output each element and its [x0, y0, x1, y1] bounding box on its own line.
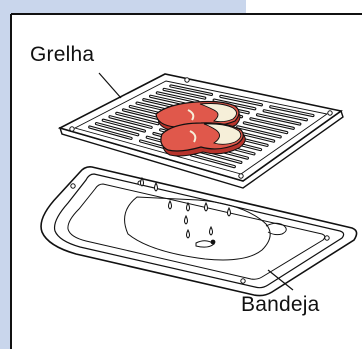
- drip-drop-icon: [187, 230, 190, 238]
- grill-rivet: [70, 127, 74, 131]
- tray-rivet: [71, 184, 75, 188]
- grelha-leader-line: [99, 73, 121, 98]
- grill-rivet: [328, 111, 332, 115]
- drip-drop-icon: [228, 208, 231, 216]
- drip-drop-icon: [205, 203, 208, 211]
- steak-icon: [156, 102, 245, 157]
- tray: [41, 167, 357, 296]
- drip-drop-icon: [169, 201, 172, 209]
- drip-drop-icon: [155, 183, 158, 191]
- grill-rivet: [185, 78, 189, 82]
- drip-drop-icon: [211, 240, 216, 245]
- drip-drop-icon: [187, 203, 190, 211]
- tray-rivet: [325, 236, 329, 240]
- grelha-label: Grelha: [30, 44, 94, 65]
- tray-rivet: [241, 279, 245, 283]
- bandeja-label: Bandeja: [241, 294, 319, 315]
- drip-drop-icon: [185, 216, 188, 224]
- grill-rivet: [239, 174, 243, 178]
- drip-drop-icon: [210, 227, 213, 235]
- drip-drop-icon: [141, 178, 144, 186]
